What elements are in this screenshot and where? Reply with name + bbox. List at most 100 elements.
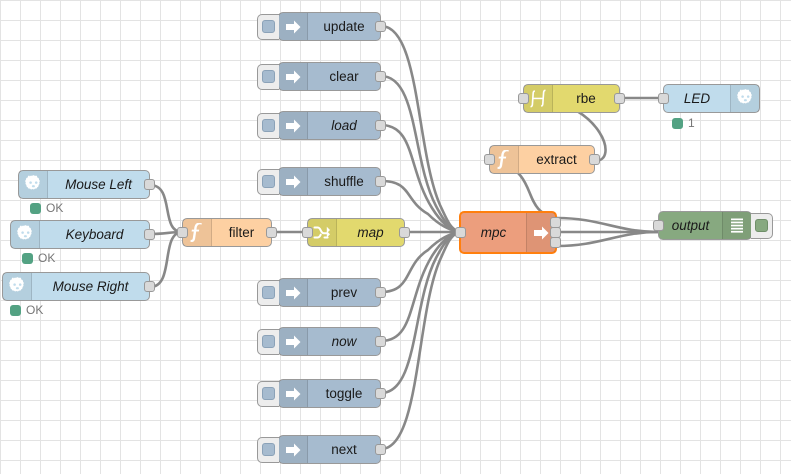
node-label: output [671,217,710,233]
arrow-right-icon [279,63,308,90]
node-inject-load[interactable]: load [257,111,386,140]
wire-update-mpc [379,24,461,234]
inject-trigger-button[interactable] [257,63,279,90]
node-rbe[interactable]: rbe [518,84,625,113]
wire-mpc-output-0 [555,216,660,234]
node-label: Mouse Right [52,278,129,294]
node-label: clear [329,68,359,84]
raspberry-pi-icon [3,273,32,300]
inject-trigger-button[interactable] [257,168,279,195]
wire-mouse-right-filter [148,230,184,289]
node-inject-shuffle[interactable]: shuffle [257,167,386,196]
status-text: OK [38,251,56,265]
node-filter[interactable]: filter [177,218,277,247]
arrow-right-icon [279,328,308,355]
inject-trigger-button[interactable] [257,112,279,139]
inject-trigger-button[interactable] [257,436,279,463]
node-extract[interactable]: extract [484,145,600,174]
node-inject-update[interactable]: update [257,12,386,41]
node-output-debug[interactable]: output [653,211,773,240]
input-port[interactable] [484,154,495,165]
status-dot [672,117,683,129]
status-text: OK [46,201,64,215]
inject-trigger-button[interactable] [257,279,279,306]
wire-next-mpc [379,230,461,451]
input-port[interactable] [302,227,313,238]
node-label: prev [330,284,358,300]
arrow-right-icon [279,13,308,40]
output-port[interactable] [375,120,386,131]
status-keyboard: OK [22,252,55,264]
input-port[interactable] [455,227,466,238]
wire-now-mpc [379,230,461,343]
node-label: rbe [576,90,596,106]
arrow-right-icon [279,279,308,306]
input-port[interactable] [653,220,664,231]
node-inject-prev[interactable]: prev [257,278,386,307]
output-port[interactable] [144,179,155,190]
output-port[interactable] [614,93,625,104]
status-text: OK [26,303,44,317]
arrow-right-icon [279,168,308,195]
debug-enable-button[interactable] [751,212,773,239]
output-port[interactable] [375,388,386,399]
output-port[interactable] [144,281,155,292]
wire-load-mpc [379,123,461,234]
node-label: load [331,117,357,133]
node-inject-toggle[interactable]: toggle [257,379,386,408]
node-label: LED [683,90,711,106]
output-port[interactable] [375,21,386,32]
node-inject-clear[interactable]: clear [257,62,386,91]
status-dot [10,304,21,316]
input-port[interactable] [518,93,529,104]
output-port[interactable] [375,287,386,298]
wire-mpc-output-2 [555,230,660,248]
status-text: 1 [688,116,695,130]
node-label: update [323,18,365,34]
node-label: Keyboard [65,226,124,242]
wire-clear-mpc [379,74,461,234]
node-inject-next[interactable]: next [257,435,386,464]
node-mpc[interactable]: mpc [455,211,561,254]
node-keyboard[interactable]: Keyboard [10,220,155,249]
node-inject-now[interactable]: now [257,327,386,356]
raspberry-pi-icon [19,171,48,198]
status-dot [22,252,33,264]
node-label: filter [228,224,255,240]
node-mouse-right[interactable]: Mouse Right [2,272,155,301]
output-port[interactable] [375,71,386,82]
node-label: next [331,441,357,457]
node-led[interactable]: LED [658,84,760,113]
arrow-right-icon [279,436,308,463]
raspberry-pi-icon [730,85,759,112]
node-map[interactable]: map [302,218,410,247]
output-port[interactable] [375,336,386,347]
wire-toggle-mpc [379,230,461,395]
raspberry-pi-icon [11,221,40,248]
debug-lines-icon [722,212,751,239]
node-label: Mouse Left [65,176,132,192]
output-port[interactable] [399,227,410,238]
arrow-right-icon [279,380,308,407]
node-label: map [357,224,384,240]
output-port[interactable] [375,176,386,187]
status-led: 1 [672,117,695,129]
inject-trigger-button[interactable] [257,13,279,40]
status-mouse-right: OK [10,304,43,316]
node-mouse-left[interactable]: Mouse Left [18,170,155,199]
inject-trigger-button[interactable] [257,328,279,355]
output-port[interactable] [266,227,277,238]
inject-trigger-button[interactable] [257,380,279,407]
node-label: shuffle [324,173,364,189]
output-port-2[interactable] [550,237,561,249]
input-port[interactable] [177,227,188,238]
output-port[interactable] [589,154,600,165]
output-port[interactable] [144,229,155,240]
node-label: mpc [480,224,507,240]
input-port[interactable] [658,93,669,104]
wire-mouse-left-filter [148,183,184,234]
arrow-right-icon [279,112,308,139]
status-dot [30,202,41,214]
output-port[interactable] [375,444,386,455]
